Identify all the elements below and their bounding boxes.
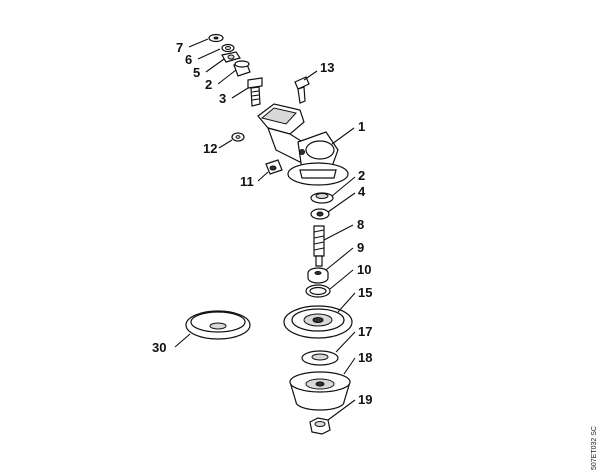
part-4-bearing <box>310 208 330 220</box>
callout-15: 15 <box>358 285 372 300</box>
callout-13: 13 <box>320 60 334 75</box>
callout-5: 5 <box>193 65 200 80</box>
part-3-bolt <box>247 77 263 107</box>
part-9-bearing <box>307 267 329 284</box>
callout-1: 1 <box>358 119 365 134</box>
part-17-washer <box>301 350 339 366</box>
callout-18: 18 <box>358 350 372 365</box>
part-11-plug <box>265 159 283 175</box>
part-30-bowl <box>185 310 251 340</box>
part-18-guard-cup <box>289 371 351 411</box>
callout-2-bearing: 2 <box>358 168 365 183</box>
part-6-spring-washer <box>221 43 235 53</box>
callout-19: 19 <box>358 392 372 407</box>
callout-7: 7 <box>176 40 183 55</box>
callout-10: 10 <box>357 262 371 277</box>
part-2-collar-nut <box>233 60 251 77</box>
part-5-nut <box>221 51 241 63</box>
callout-8: 8 <box>357 217 364 232</box>
callout-4: 4 <box>358 184 366 199</box>
part-12-washer <box>231 132 245 142</box>
callout-30: 30 <box>152 340 166 355</box>
callout-3: 3 <box>219 91 226 106</box>
leader-lines <box>174 38 356 421</box>
part-15-thrust-plate <box>283 305 353 339</box>
part-8-spindle <box>313 225 325 267</box>
part-10-ring <box>305 284 331 298</box>
drawing-code: 507ET032 SC <box>591 426 598 470</box>
callout-11: 11 <box>240 174 254 189</box>
part-13-screw <box>294 76 310 104</box>
callout-labels: 7 6 5 2 3 13 1 12 11 2 4 8 9 10 15 30 17… <box>152 40 372 407</box>
callout-17: 17 <box>358 324 372 339</box>
part-7-washer <box>208 33 224 43</box>
part-1-gear-housing <box>257 103 349 186</box>
part-2-bearing <box>310 192 334 204</box>
callout-6: 6 <box>185 52 192 67</box>
callout-9: 9 <box>357 240 364 255</box>
part-19-nut <box>309 417 331 435</box>
callout-2-collar-nut: 2 <box>205 77 212 92</box>
callout-12: 12 <box>203 141 217 156</box>
